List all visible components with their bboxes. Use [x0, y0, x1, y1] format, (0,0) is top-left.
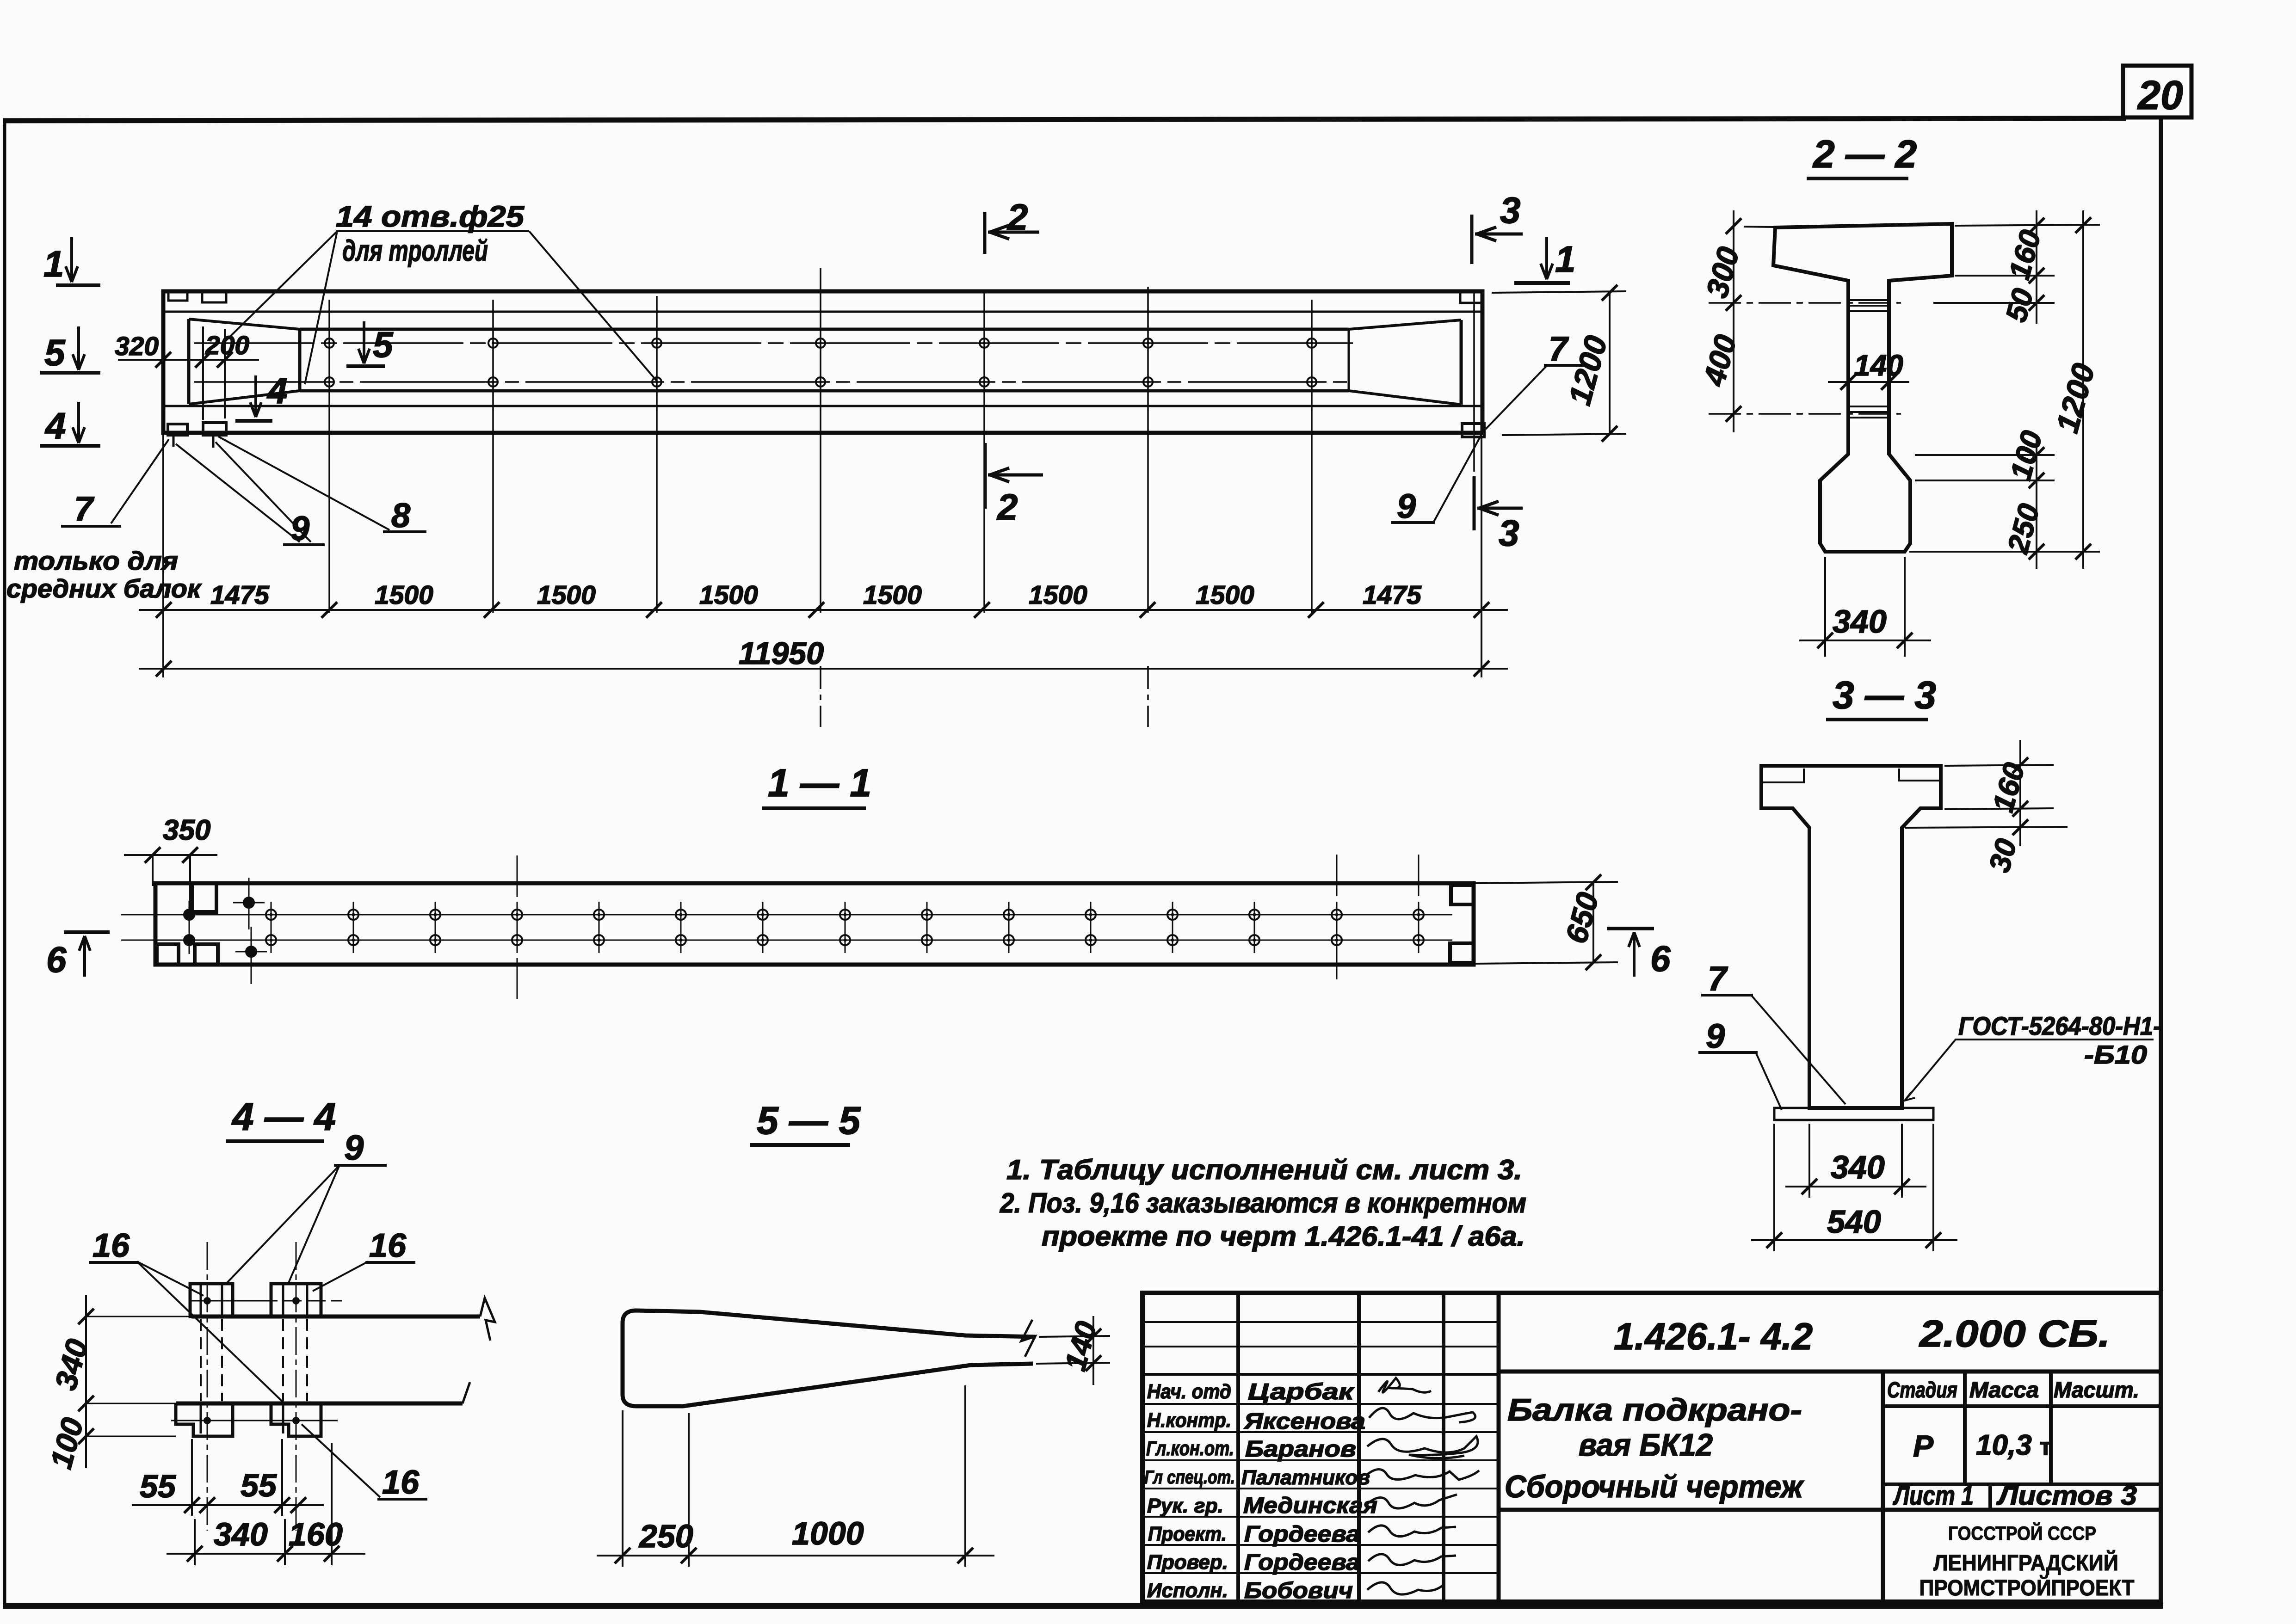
svg-text:1500: 1500 — [863, 580, 922, 610]
svg-text:11950: 11950 — [739, 636, 824, 671]
svg-text:1 — 1: 1 — 1 — [768, 761, 871, 805]
svg-text:200: 200 — [205, 331, 249, 360]
svg-text:Гордеева: Гордеева — [1244, 1522, 1360, 1547]
svg-text:340: 340 — [1833, 603, 1887, 640]
svg-text:Баранов: Баранов — [1245, 1437, 1356, 1462]
svg-text:1. Таблицу исполнений см. лис: 1. Таблицу исполнений см. лист 3. — [1006, 1154, 1522, 1185]
svg-text:1500: 1500 — [1196, 580, 1254, 610]
svg-text:1500: 1500 — [375, 580, 433, 610]
svg-text:1500: 1500 — [537, 580, 596, 610]
svg-text:9: 9 — [344, 1128, 364, 1168]
svg-text:9: 9 — [1706, 1017, 1725, 1055]
svg-text:2: 2 — [996, 486, 1018, 528]
svg-text:Масса: Масса — [1969, 1378, 2039, 1403]
svg-text:3: 3 — [1499, 512, 1519, 554]
svg-text:9: 9 — [1397, 487, 1416, 525]
svg-text:6: 6 — [1650, 938, 1671, 979]
svg-text:Царбак: Царбак — [1248, 1379, 1355, 1404]
svg-text:2 — 2: 2 — 2 — [1812, 132, 1917, 176]
svg-text:вая БК12: вая БК12 — [1579, 1427, 1713, 1463]
svg-text:14 отв.ф25: 14 отв.ф25 — [336, 200, 525, 233]
svg-text:Гордеева: Гордеева — [1244, 1550, 1360, 1575]
svg-text:Яксенова: Яксенова — [1243, 1409, 1365, 1434]
svg-text:ГОСТ-5264-80-Н1-: ГОСТ-5264-80-Н1- — [1958, 1011, 2161, 1040]
svg-text:ПРОМСТРОЙПРОЕКТ: ПРОМСТРОЙПРОЕКТ — [1920, 1575, 2135, 1600]
svg-text:540: 540 — [1827, 1204, 1881, 1240]
svg-text:7: 7 — [1708, 960, 1728, 998]
svg-text:3 — 3: 3 — 3 — [1833, 673, 1936, 717]
svg-text:16: 16 — [382, 1464, 420, 1501]
svg-text:Исполн.: Исполн. — [1147, 1579, 1228, 1602]
svg-text:1500: 1500 — [699, 580, 758, 610]
svg-text:55: 55 — [241, 1467, 277, 1503]
svg-text:Листов 3: Листов 3 — [1996, 1481, 2137, 1511]
svg-text:проекте по черт 1.426.1-41 / а: проекте по черт 1.426.1-41 / а6а. — [1042, 1221, 1525, 1252]
svg-text:1.426.1- 4.2: 1.426.1- 4.2 — [1614, 1316, 1813, 1358]
svg-text:1: 1 — [1555, 239, 1576, 280]
svg-text:средних балок: средних балок — [6, 574, 202, 603]
svg-text:Нач. отд: Нач. отд — [1147, 1380, 1231, 1403]
svg-text:160: 160 — [289, 1516, 343, 1552]
svg-text:1: 1 — [43, 243, 64, 284]
svg-text:для троллей: для троллей — [342, 234, 488, 267]
svg-text:7: 7 — [1549, 330, 1569, 368]
svg-text:ЛЕНИНГРАДСКИЙ: ЛЕНИНГРАДСКИЙ — [1933, 1550, 2118, 1575]
svg-text:340: 340 — [1831, 1149, 1885, 1185]
svg-text:1000: 1000 — [792, 1515, 864, 1551]
svg-text:Балка подкрано-: Балка подкрано- — [1507, 1392, 1802, 1427]
svg-text:16: 16 — [93, 1227, 130, 1264]
svg-text:-Б10: -Б10 — [2084, 1040, 2147, 1069]
svg-text:320: 320 — [115, 332, 159, 361]
svg-text:Р: Р — [1913, 1429, 1934, 1463]
svg-text:Рук. гр.: Рук. гр. — [1147, 1495, 1223, 1517]
svg-text:5 — 5: 5 — 5 — [757, 1099, 861, 1142]
svg-text:5: 5 — [373, 324, 394, 365]
svg-text:Мединская: Мединская — [1243, 1493, 1377, 1518]
svg-text:Стадия: Стадия — [1887, 1378, 1957, 1403]
svg-text:350: 350 — [163, 814, 210, 846]
svg-text:140: 140 — [1854, 349, 1903, 382]
svg-text:340: 340 — [214, 1516, 268, 1552]
svg-text:1500: 1500 — [1029, 580, 1087, 610]
svg-text:1475: 1475 — [210, 580, 270, 610]
svg-text:2.000 СБ.: 2.000 СБ. — [1919, 1313, 2110, 1355]
svg-text:250: 250 — [638, 1518, 693, 1554]
svg-text:9: 9 — [290, 509, 309, 547]
svg-text:7: 7 — [74, 490, 95, 528]
svg-text:Провер.: Провер. — [1147, 1551, 1228, 1574]
svg-text:Масшт.: Масшт. — [2054, 1378, 2139, 1403]
svg-text:ГОССТРОЙ СССР: ГОССТРОЙ СССР — [1948, 1522, 2096, 1544]
svg-text:10,3 т: 10,3 т — [1976, 1429, 2051, 1461]
svg-text:16: 16 — [369, 1227, 407, 1264]
svg-text:1475: 1475 — [1363, 580, 1422, 610]
svg-text:Сборочный чертеж: Сборочный чертеж — [1505, 1469, 1804, 1504]
svg-text:Палатников: Палатников — [1241, 1466, 1370, 1489]
svg-text:4: 4 — [44, 405, 66, 446]
svg-text:2. Поз. 9,16 заказываются в ко: 2. Поз. 9,16 заказываются в конкретном — [1000, 1187, 1526, 1218]
svg-text:3: 3 — [1500, 190, 1521, 231]
svg-text:Гл.кон.от.: Гл.кон.от. — [1146, 1437, 1234, 1460]
svg-text:4 — 4: 4 — 4 — [231, 1095, 336, 1138]
svg-text:55: 55 — [140, 1468, 176, 1504]
svg-text:20: 20 — [2137, 72, 2183, 118]
svg-text:Проект.: Проект. — [1148, 1523, 1227, 1545]
svg-text:2: 2 — [1006, 197, 1028, 238]
svg-text:8: 8 — [391, 496, 411, 535]
svg-text:6: 6 — [46, 939, 67, 980]
svg-text:Гл спец.от.: Гл спец.от. — [1144, 1467, 1235, 1488]
svg-text:Н.контр.: Н.контр. — [1147, 1409, 1231, 1432]
svg-text:4: 4 — [266, 370, 287, 411]
svg-text:Бобович: Бобович — [1244, 1578, 1353, 1603]
svg-text:Лист 1: Лист 1 — [1893, 1481, 1974, 1511]
svg-text:только для: только для — [14, 546, 178, 575]
svg-text:5: 5 — [44, 332, 66, 373]
